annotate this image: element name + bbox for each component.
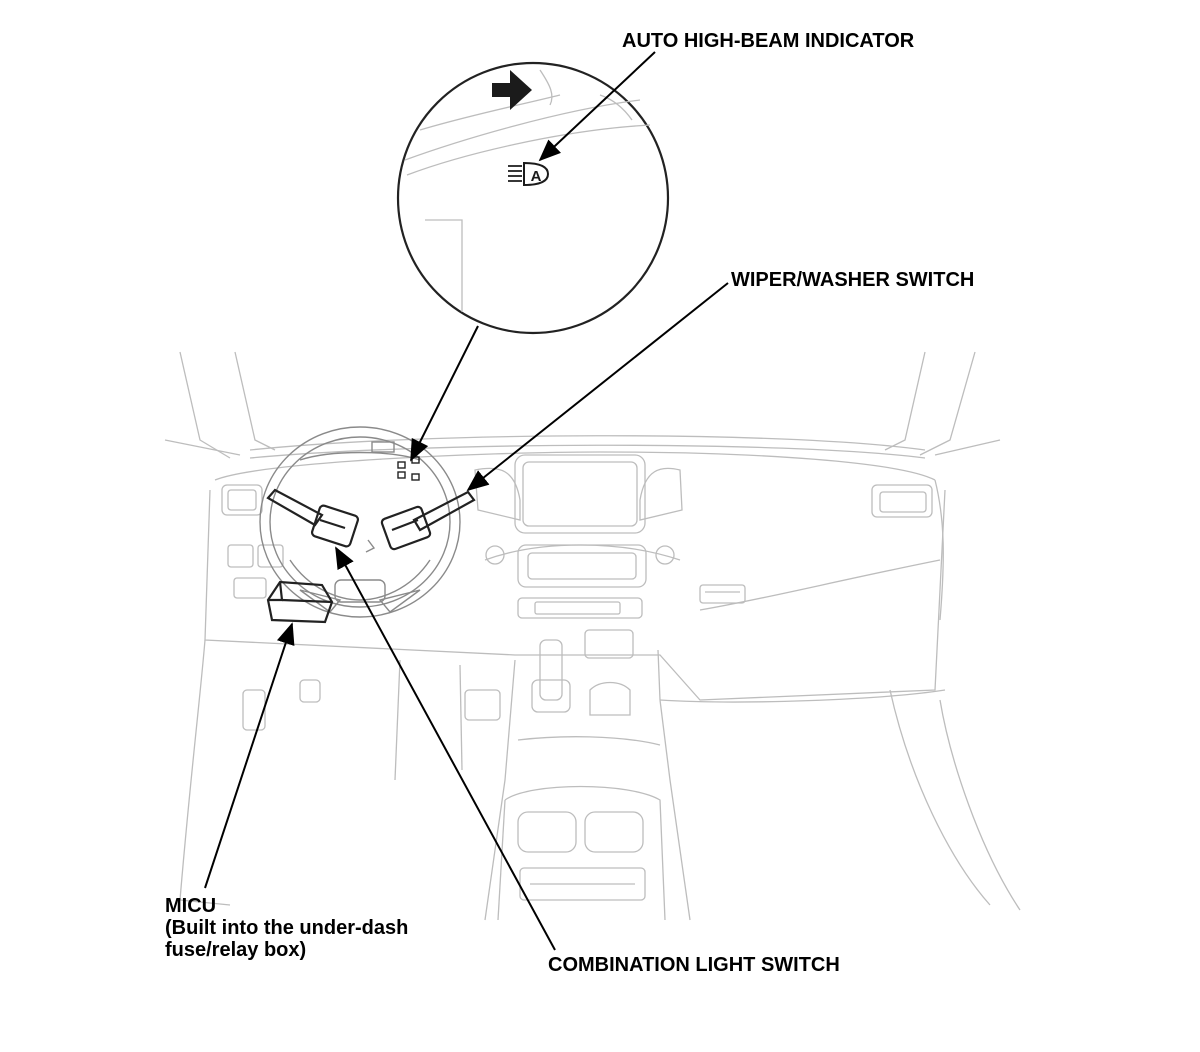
combination-light-switch [266, 488, 360, 548]
floor [179, 639, 1021, 911]
label-auto-high-beam-indicator: AUTO HIGH-BEAM INDICATOR [622, 30, 915, 52]
a-pillars [164, 351, 1001, 459]
center-stack [474, 454, 683, 619]
label-micu: MICU [165, 895, 217, 917]
leader-auto-high-beam [538, 51, 656, 162]
label-combination-light-switch: COMBINATION LIGHT SWITCH [548, 954, 840, 976]
center-console [484, 629, 691, 921]
label-micu-desc-1: (Built into the under-dash [165, 917, 409, 939]
label-wiper-washer-switch: WIPER/WASHER SWITCH [731, 269, 975, 291]
left-switch-panel [227, 544, 284, 599]
leader-magnifier [410, 325, 479, 462]
auto-high-beam-icon: A [508, 161, 550, 187]
dashboard [204, 435, 946, 703]
leader-wiper-washer [466, 282, 729, 492]
leader-lines [204, 51, 729, 951]
leader-micu [204, 622, 295, 889]
steering-wheel [259, 426, 461, 618]
label-micu-desc-2: fuse/relay box) [165, 939, 307, 961]
auto-high-beam-letter: A [531, 168, 542, 185]
arrow-right-icon [492, 70, 532, 110]
micu-box [266, 580, 334, 624]
wiper-washer-switch [380, 490, 476, 551]
leader-combination-light [335, 546, 556, 951]
glovebox [699, 584, 746, 604]
magnifier-circle [396, 61, 670, 335]
side-vents [221, 484, 933, 518]
